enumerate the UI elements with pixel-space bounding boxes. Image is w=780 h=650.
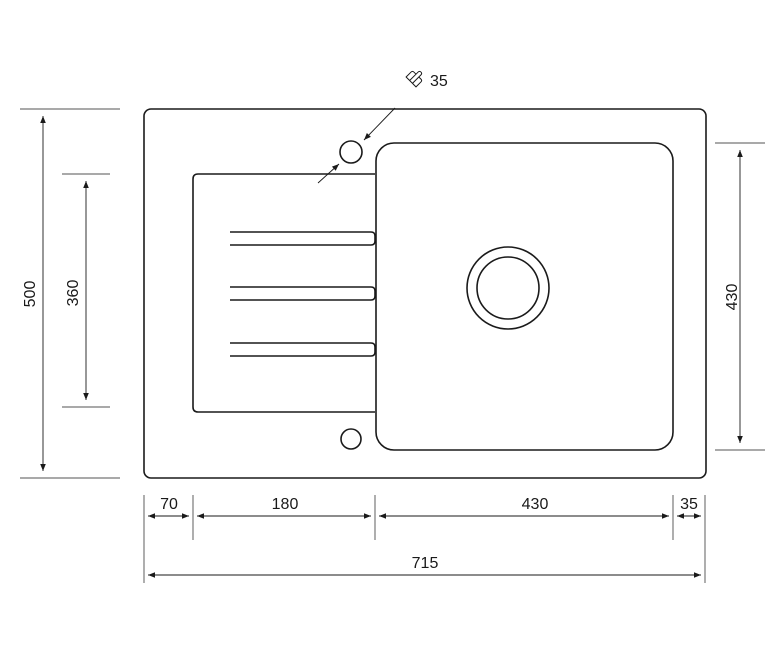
dim-bowl-height-label: 430 (724, 284, 741, 311)
dim-bowl-width-label: 430 (522, 496, 549, 513)
overflow-hole (340, 428, 362, 450)
drainer-rib (230, 342, 376, 357)
dim-right-margin-label: 35 (680, 496, 698, 513)
dim-horizontal-parts: 70 180 430 35 (143, 495, 706, 583)
dim-overall-height: 500 (20, 108, 120, 479)
dim-left-margin-label: 70 (160, 496, 178, 513)
dim-tap-hole-label: 35 (430, 73, 448, 90)
dim-tap-hole: 35 (317, 70, 448, 184)
drainer-rib (230, 286, 376, 301)
tap-hole (339, 140, 363, 164)
drainer-board (192, 173, 376, 413)
sink-outline (143, 108, 707, 479)
dim-drainer-width-label: 180 (272, 496, 299, 513)
drainer-rib (230, 231, 376, 246)
dim-bowl-height: 430 (715, 142, 765, 451)
hand-pointer-icon (405, 70, 423, 88)
drain-outlet (466, 246, 550, 330)
dim-overall-width-label: 715 (412, 555, 439, 572)
dim-drainer-height-label: 360 (65, 280, 82, 307)
dim-drainer-height: 360 (62, 173, 110, 408)
dim-overall-height-label: 500 (22, 281, 39, 308)
sink-bowl (375, 142, 674, 451)
dim-overall-width: 715 (148, 555, 701, 578)
